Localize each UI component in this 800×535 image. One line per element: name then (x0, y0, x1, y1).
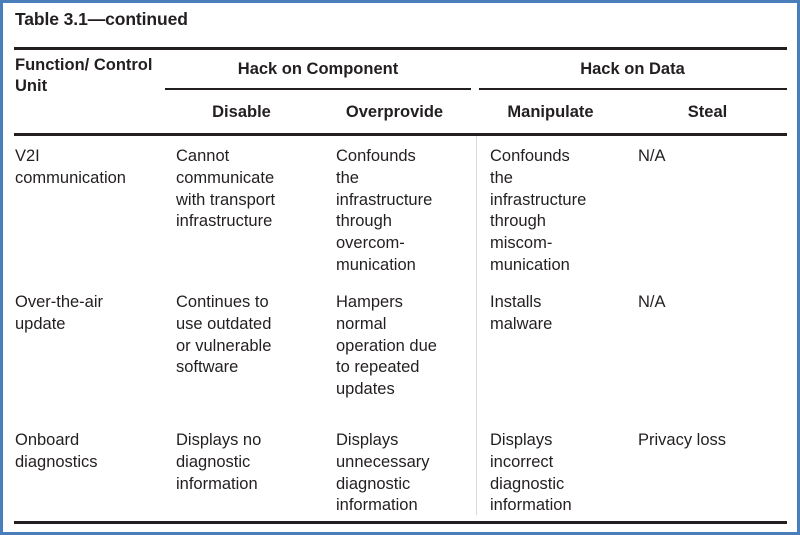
table-body: V2I communication Cannot communicate wit… (14, 136, 787, 515)
table-caption: Table 3.1—continued (15, 9, 188, 29)
cell-disable: Displays no diagnostic information (176, 431, 262, 493)
group-rule-hack-on-component (165, 88, 471, 90)
column-header-overprovide: Overprovide (345, 103, 444, 121)
cell-overprovide: Displays unnecessary diagnostic informat… (336, 431, 430, 515)
cell-steal: Privacy loss (638, 431, 727, 449)
table-header-bottom-rule (14, 133, 787, 136)
cell-disable: Cannot communicate with transport infras… (176, 147, 276, 231)
cell-steal: N/A (638, 293, 666, 311)
group-header-hack-on-component: Hack on Component (237, 60, 399, 78)
table-bottom-rule (14, 521, 787, 524)
table-header: Function/ Control Unit Hack on Component… (14, 50, 787, 133)
table-figure: Table 3.1—continued Function/ Control Un… (3, 3, 797, 532)
group-header-hack-on-data: Hack on Data (580, 60, 685, 78)
group-rule-hack-on-data (479, 88, 787, 90)
column-group-divider (476, 136, 477, 515)
cell-disable: Continues to use outdated or vulnerable … (176, 293, 272, 377)
cell-function: Over-the-air update (15, 293, 104, 333)
column-header-function-control-unit: Function/ Control Unit (15, 56, 153, 95)
column-header-steal: Steal (687, 103, 728, 121)
cell-function: Onboard diagnostics (15, 431, 98, 471)
cell-manipulate: Confounds the infrastructure through mis… (490, 147, 587, 274)
column-header-disable: Disable (212, 103, 271, 121)
cell-overprovide: Confounds the infrastructure through ove… (336, 147, 433, 274)
cell-steal: N/A (638, 147, 666, 165)
column-header-manipulate: Manipulate (507, 103, 594, 121)
cell-manipulate: Installs malware (490, 293, 553, 333)
cell-manipulate: Displays incorrect diagnostic informatio… (490, 431, 572, 515)
cell-function: V2I communication (15, 147, 126, 187)
table-top-rule (14, 47, 787, 50)
cell-overprovide: Hampers normal operation due to repeated… (336, 293, 437, 399)
